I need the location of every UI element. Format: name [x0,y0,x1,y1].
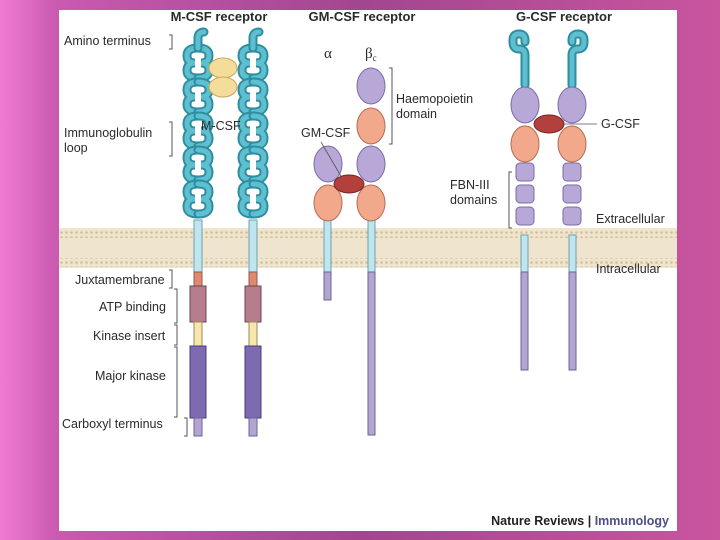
mcsf-ligand [208,57,238,98]
mcsf-ligand-label: M-CSF [201,119,241,133]
label-amino-terminus: Amino terminus [64,34,151,48]
mcsf-ig-loops-right [242,27,264,214]
extracellular-label: Extracellular [596,212,665,226]
figure-panel: M-CSF receptor GM-CSF receptor G-CSF rec… [59,10,677,531]
label-kinase-insert: Kinase insert [93,329,166,343]
mcsf-receptor-chain-left [189,219,207,437]
label-carboxyl-terminus: Carboxyl terminus [62,417,163,431]
fbn-iii-domains-label: FBN-III domains [450,178,497,207]
label-immunoglobulin-loop: Immunoglobulin loop [64,126,156,155]
gcsf-receptor: G-CSF FBN-III domains [450,29,640,371]
label-atp-binding: ATP binding [99,300,166,314]
intracellular-label: Intracellular [596,262,661,276]
gcsf-ligand-label: G-CSF [601,117,640,131]
label-juxtamembrane: Juxtamembrane [75,273,165,287]
mcsf-ig-loops-left [187,27,209,214]
left-annotations [169,34,188,437]
beta-subunit-label: βc [365,46,377,63]
label-major-kinase: Major kinase [95,369,166,383]
gmcsf-ligand [333,174,365,194]
gmcsf-ligand-label: GM-CSF [301,126,351,140]
header-gcsf-receptor: G-CSF receptor [516,10,612,24]
header-gmcsf-receptor: GM-CSF receptor [309,10,416,24]
alpha-subunit-label: α [324,46,332,62]
gcsf-chain-right [557,29,589,371]
mcsf-receptor-chain-right [244,219,262,437]
mcsf-receptor: M-CSF [187,27,264,437]
haemopoietin-domain-label: Haemopoietin domain [396,92,477,121]
header-mcsf-receptor: M-CSF receptor [171,10,268,24]
gcsf-ligand [533,114,565,134]
gmcsf-receptor: GM-CSF α βc Haemopoietin domain [301,46,477,436]
gmcsf-beta-chain [356,67,386,436]
gmcsf-alpha-chain [313,145,343,301]
gcsf-chain-left [508,29,540,371]
receptor-diagram: M-CSF receptor GM-CSF receptor G-CSF rec… [59,10,677,528]
source-credit: Nature Reviews | Immunology [491,514,669,528]
